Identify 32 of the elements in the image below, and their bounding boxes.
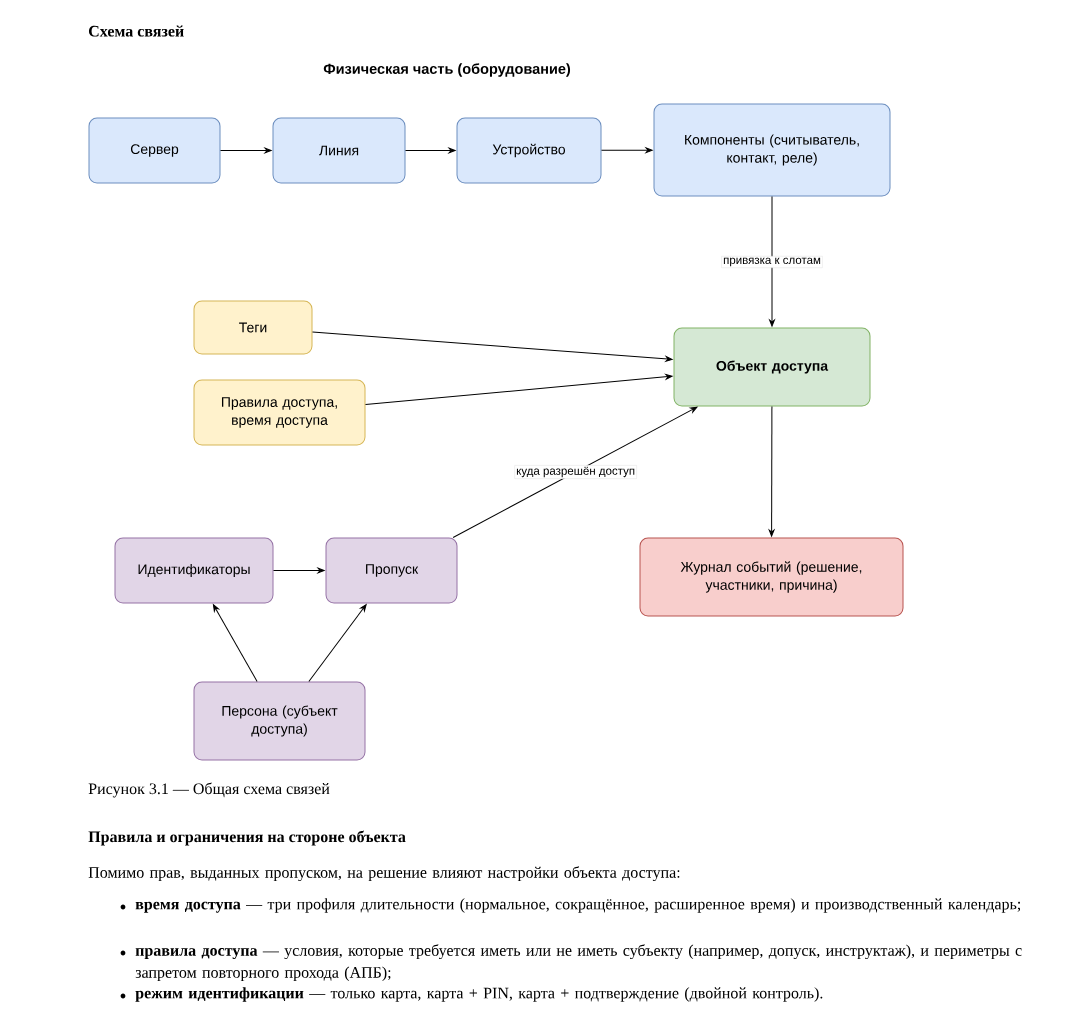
arrow [769, 196, 775, 327]
arrow [601, 147, 653, 154]
process-box: Компоненты (считыватель, контакт, реле) [653, 103, 891, 197]
process-box: Устройство [456, 117, 602, 184]
arrow [365, 373, 673, 406]
arrow [405, 147, 456, 154]
process-box: Теги [193, 300, 313, 355]
process-box: Пропуск [325, 537, 458, 604]
heading: Схема связей [89, 25, 184, 37]
process-box: Идентификаторы [114, 537, 274, 604]
process-box: Журнал событий (решение, участники, причина) [639, 537, 904, 617]
arrow [452, 406, 698, 538]
process-box: Сервер [88, 117, 221, 184]
arrow [768, 406, 775, 537]
arrow [312, 331, 673, 362]
list-item: время доступа — три профиля длительности (нормальное, сокращённое, расширенное время) и производственный календарь; [135, 898, 1021, 913]
list-item: режим идентификации — только карта, карта + PIN, карта + подтверждение (двойной контроль). [135, 987, 823, 1002]
arrow [308, 604, 367, 682]
arrow [212, 604, 258, 682]
edge-label: куда разрешён доступ [514, 465, 637, 479]
process-box: Правила доступа, время доступа [193, 379, 366, 446]
caption: Рисунок 3.1 — Общая схема связей [88, 782, 330, 798]
process-box: Персона (субъект доступа) [193, 681, 366, 761]
arrow [220, 147, 272, 154]
process-box: Объект доступа [673, 327, 871, 407]
list-item: правила доступа — условия, которые требуется иметь или не иметь субъекту (например, допуск, инструктаж), и периметры с запретом повторного прохода (АПБ); [135, 944, 1022, 982]
section-heading: Физическая часть (оборудование) [323, 63, 571, 77]
arrow [273, 567, 325, 574]
paragraph: Помимо прав, выданных пропуском, на решение влияют настройки объекта доступа: [88, 866, 680, 882]
process-box: Линия [272, 117, 406, 184]
edge-label: привязка к слотам [721, 256, 823, 268]
heading: Правила и ограничения на стороне объекта [88, 830, 406, 846]
